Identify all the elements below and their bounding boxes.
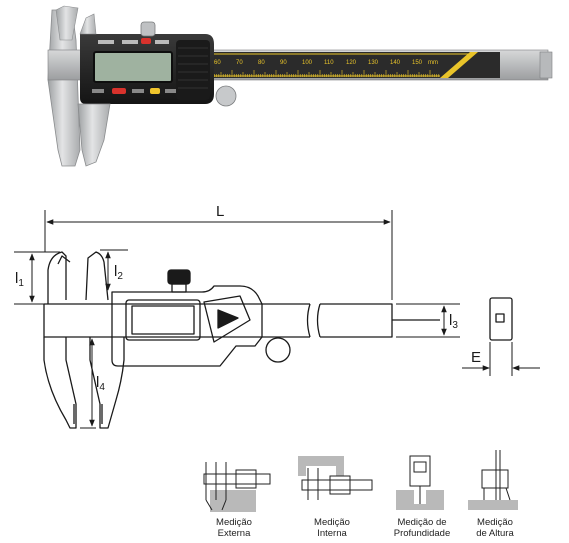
scale-number: 80 [258, 60, 265, 66]
red-button [112, 88, 126, 94]
external-measure-icon [203, 462, 271, 512]
fixed-upper-jaw [55, 5, 79, 41]
drawing-play-button [217, 309, 239, 329]
internal-measure-icon [298, 456, 373, 500]
moving-jaw [77, 103, 111, 167]
scale-number: 110 [324, 60, 334, 66]
scale-numbers: 60 70 80 90 100 110 120 130 140 150 mm [214, 60, 438, 66]
label-l1: l1 [15, 270, 24, 289]
depth-measure-icon [396, 455, 444, 510]
drawing-moving-lower-jaw [89, 337, 125, 429]
label-E: E [471, 349, 481, 366]
drawing-slider [111, 285, 263, 367]
thumb-wheel [215, 85, 237, 107]
scale-number: 120 [346, 60, 357, 66]
drawing-fixed-lower-jaw [43, 337, 77, 429]
scale-number: 100 [302, 60, 313, 66]
scale-number: 60 [214, 60, 221, 66]
label-l2: l2 [114, 263, 123, 282]
scale-number: 70 [236, 60, 243, 66]
scale-number: 130 [368, 60, 379, 66]
drawing-fixed-upper-jaw [47, 251, 67, 304]
drawing-lock-knob [167, 269, 191, 285]
red-top-button [141, 38, 151, 44]
slider-grip [176, 40, 210, 100]
scale-yellow-stripe [440, 52, 478, 78]
drawing-thumb-wheel [265, 337, 291, 363]
drawing-end-block [489, 297, 513, 341]
scale-number: 150 [412, 60, 423, 66]
caliper-photo: 60 70 80 90 100 110 120 130 140 150 mm [47, 5, 553, 167]
mode-icons [203, 450, 518, 512]
label-l3: l3 [449, 312, 458, 331]
lock-knob [140, 21, 156, 37]
dimension-drawing: L l1 l2 l3 l4 E [14, 203, 540, 429]
height-measure-icon [468, 450, 518, 510]
moving-upper-jaw [79, 13, 97, 35]
scale-number: 90 [280, 60, 287, 66]
scale-unit: mm [428, 60, 438, 66]
beam-end [539, 51, 553, 79]
scale-ticks [209, 70, 440, 77]
yellow-button [150, 88, 160, 94]
label-L: L [216, 203, 224, 220]
drawing-moving-upper-jaw [85, 251, 109, 301]
label-l4: l4 [96, 374, 105, 393]
lcd-display [93, 51, 173, 83]
scale-number: 140 [390, 60, 401, 66]
